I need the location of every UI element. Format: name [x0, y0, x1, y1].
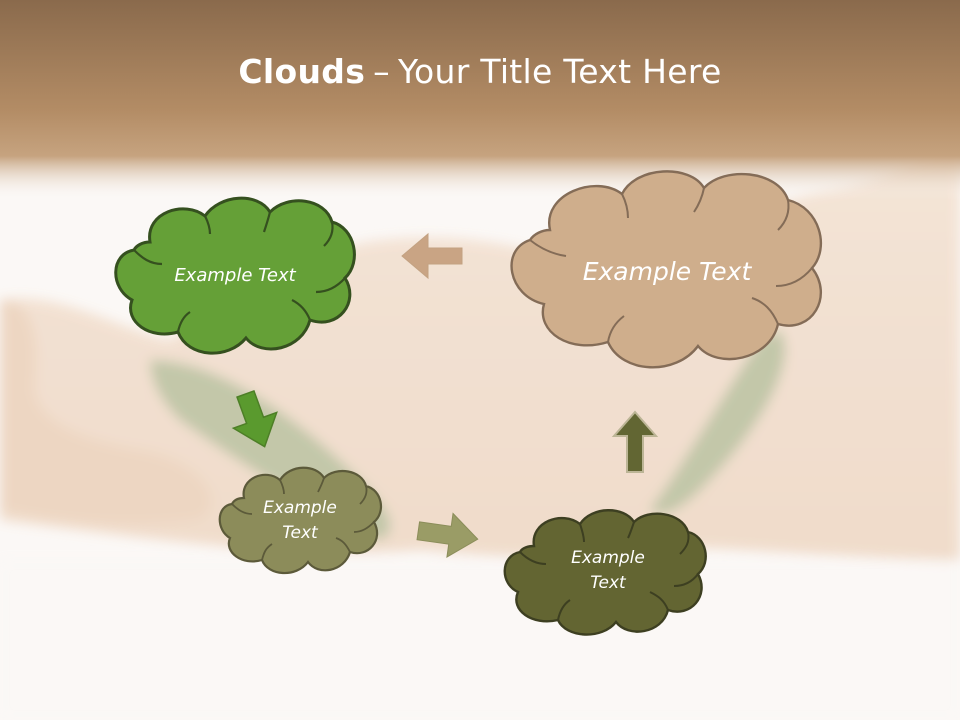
- arrow-right-icon: [416, 512, 479, 559]
- arrow-up-icon: [611, 410, 659, 473]
- cloud-tan-text: Example Text: [582, 256, 752, 286]
- cloud-dark-olive: Example Text: [500, 506, 710, 640]
- arrow-down-icon: [231, 389, 278, 448]
- cloud-green: Example Text: [110, 192, 360, 360]
- cloud-tan: Example Text: [500, 164, 834, 380]
- cloud-olive: Example Text: [216, 464, 384, 578]
- title-separator: –: [373, 52, 390, 91]
- cloud-green-text: Example Text: [174, 264, 296, 286]
- title-bold: Clouds: [238, 52, 366, 91]
- arrow-left-icon: [401, 232, 463, 280]
- title-rest: Your Title Text Here: [397, 52, 722, 91]
- slide-title: Clouds–Your Title Text Here: [0, 52, 960, 91]
- cloud-olive-text: Example Text: [263, 498, 337, 543]
- cloud-dark-olive-text: Example Text: [571, 548, 645, 593]
